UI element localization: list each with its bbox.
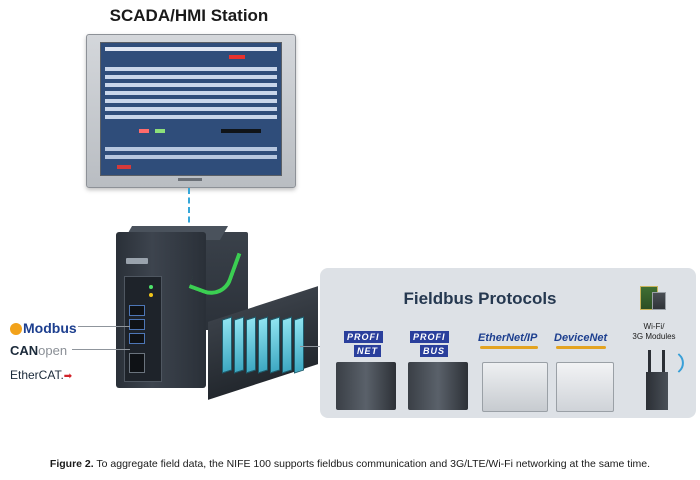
screen-table-row	[105, 83, 277, 87]
modbus-label: Modbus	[23, 320, 77, 336]
serial-port	[129, 353, 145, 373]
logo-swoosh	[556, 346, 606, 349]
io-module	[222, 316, 232, 374]
screen-table-row	[105, 75, 277, 79]
canopen-can-label: CAN	[10, 343, 39, 358]
caption-label: Figure 2.	[49, 458, 94, 470]
monitor-brand-mark	[178, 178, 202, 181]
screen-header-bar	[105, 47, 277, 51]
device-front-panel	[124, 276, 162, 382]
ethercat-logo: EtherCAT.➡	[10, 368, 72, 382]
wifi-label-line2: 3G Modules	[632, 332, 676, 341]
screen-display-bar	[221, 129, 261, 133]
network-link-dashed	[188, 188, 190, 232]
wifi-router	[646, 372, 668, 410]
io-module	[270, 316, 280, 374]
ethernet-port	[129, 333, 145, 344]
screen-footer-row	[105, 155, 277, 159]
devicenet-logo: DeviceNet	[554, 332, 608, 344]
io-module	[282, 316, 292, 374]
antenna	[662, 350, 665, 374]
screen-footer-row	[105, 147, 277, 151]
io-module	[258, 316, 268, 374]
screen-table-row	[105, 91, 277, 95]
profibus-logo: PROFI BUS	[410, 330, 449, 358]
profibus-line2: BUS	[420, 345, 449, 357]
modbus-logo: Modbus	[10, 320, 77, 336]
figure-caption: Figure 2. To aggregate field data, the N…	[0, 458, 700, 470]
screen-indicator	[139, 129, 149, 133]
profinet-line1: PROFI	[344, 331, 383, 343]
hmi-screen	[100, 42, 282, 176]
wifi-label-line1: Wi-Fi/	[643, 322, 665, 331]
io-module	[234, 316, 244, 374]
canopen-open-label: open	[38, 343, 68, 358]
device-logo	[126, 258, 148, 264]
connector-line	[300, 346, 320, 347]
logo-swoosh	[480, 346, 538, 349]
status-led	[149, 293, 153, 297]
profinet-line2: NET	[354, 345, 381, 357]
status-led	[149, 285, 153, 289]
screen-table-row	[105, 67, 277, 71]
profinet-logo: PROFI NET	[344, 330, 383, 358]
antenna	[648, 350, 651, 374]
screen-button	[117, 165, 131, 169]
ethernetip-device	[482, 362, 548, 412]
ethercat-label: EtherCAT.	[10, 368, 64, 382]
wifi-3g-label: Wi-Fi/ 3G Modules	[624, 322, 684, 342]
devicenet-device	[556, 362, 614, 412]
profinet-device	[336, 362, 396, 410]
gear-icon	[10, 323, 22, 336]
ethernet-port	[129, 305, 145, 316]
fieldbus-title: Fieldbus Protocols	[403, 289, 557, 308]
canopen-logo: CANopen	[10, 343, 67, 358]
io-module	[294, 316, 304, 374]
io-module	[246, 316, 256, 374]
screen-alert-block	[229, 55, 245, 59]
screen-table-row	[105, 115, 277, 119]
ethernet-port	[129, 319, 145, 330]
connector-line	[78, 326, 130, 327]
caption-text: To aggregate field data, the NIFE 100 su…	[93, 458, 651, 470]
station-title: SCADA/HMI Station	[109, 6, 269, 25]
screen-table-row	[105, 99, 277, 103]
3g-module-card	[652, 292, 666, 310]
screen-indicator	[155, 129, 165, 133]
arrow-icon: ➡	[63, 371, 73, 382]
profibus-line1: PROFI	[410, 331, 449, 343]
profibus-device	[408, 362, 468, 410]
screen-table-row	[105, 107, 277, 111]
ethernetip-logo: EtherNet/IP	[478, 332, 538, 344]
connector-line	[72, 349, 130, 350]
